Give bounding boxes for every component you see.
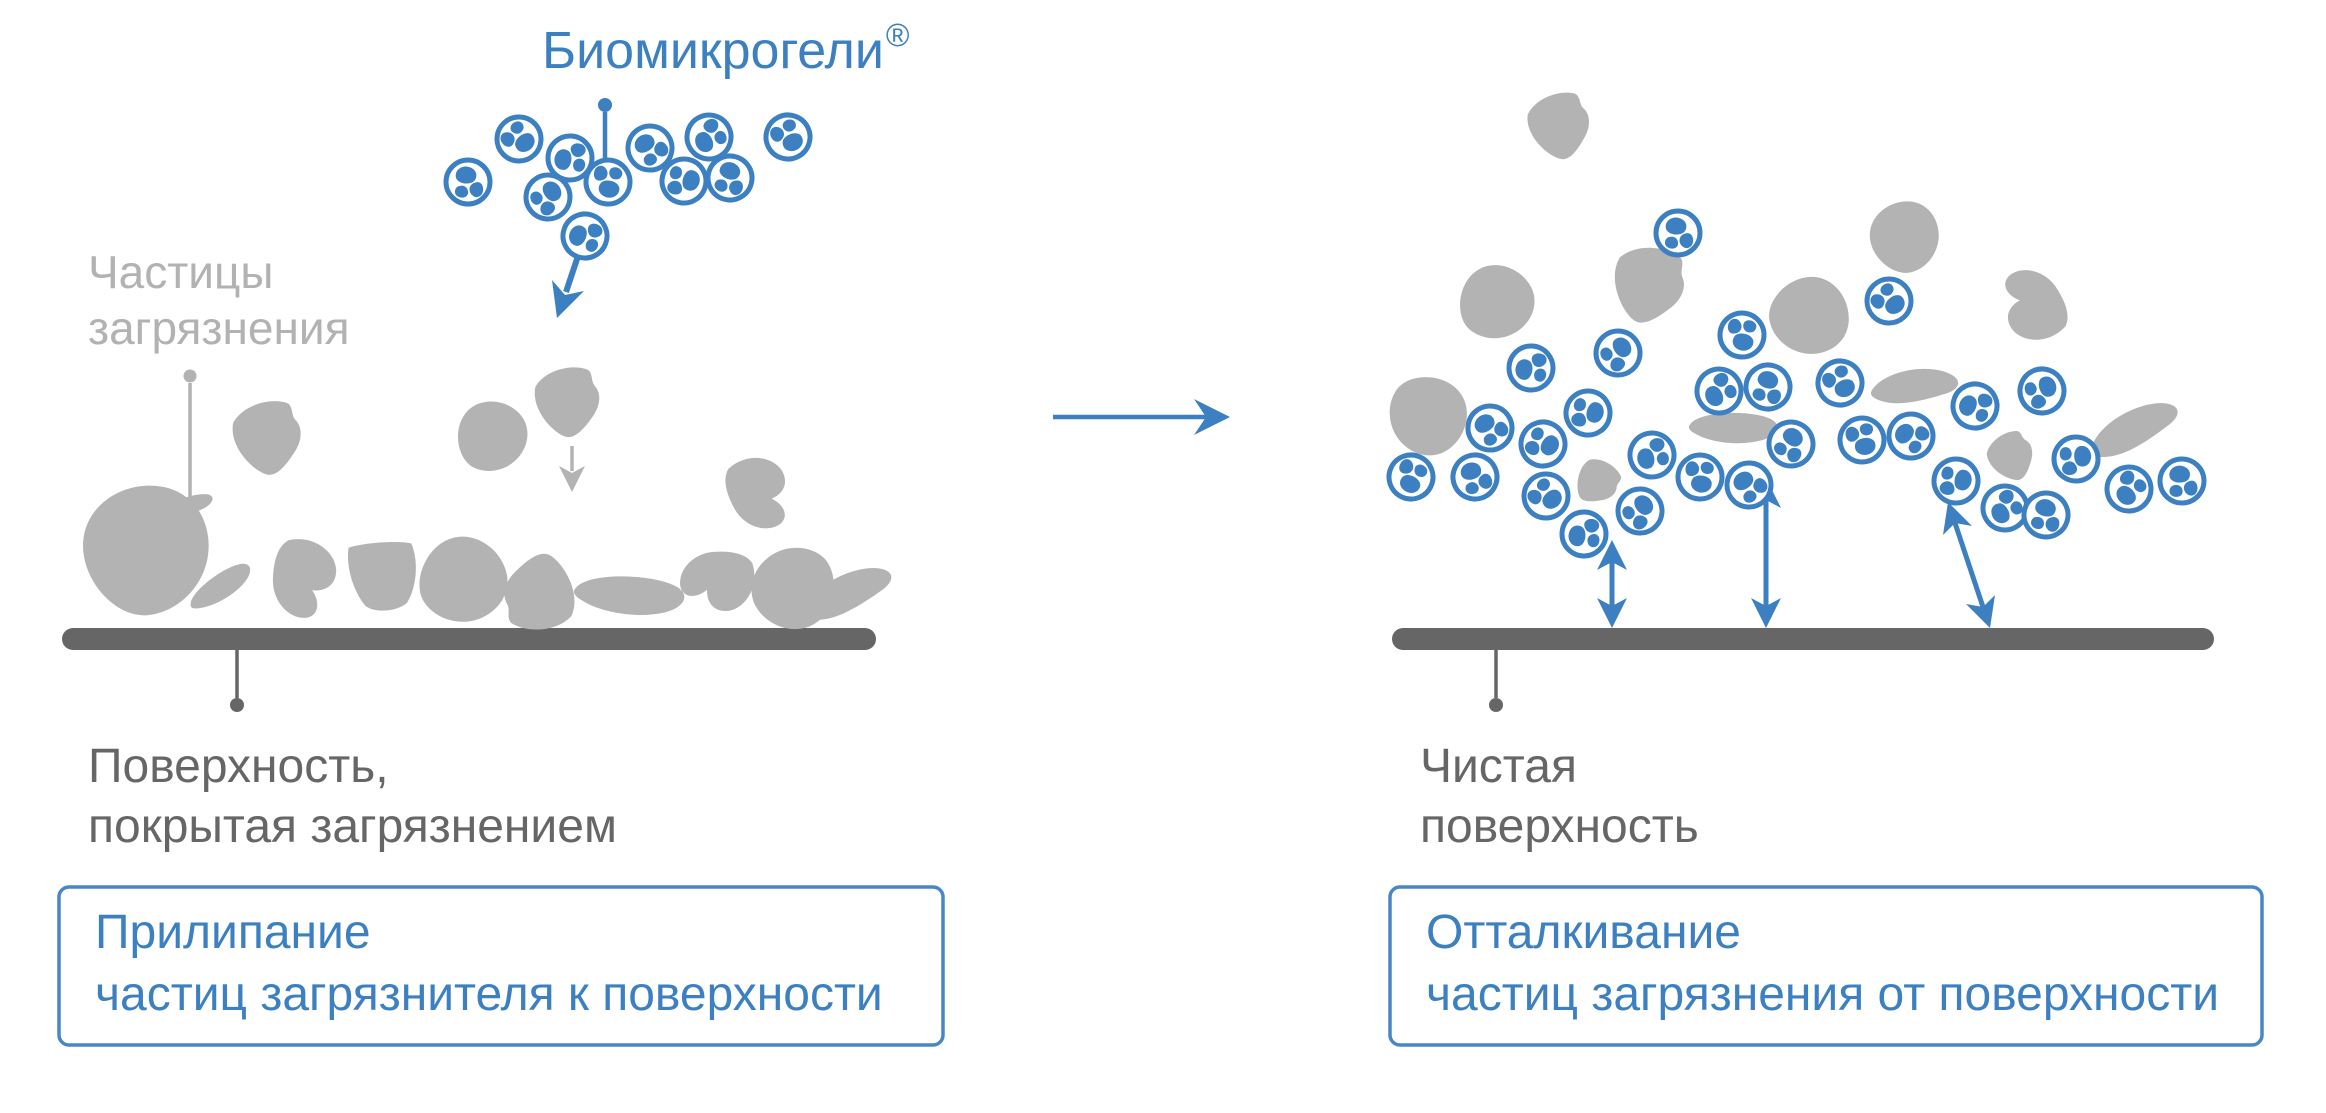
process-arrow-icon — [1053, 399, 1230, 435]
microgel-particle-icon — [1656, 211, 1700, 255]
microgel-particle-icon — [1625, 428, 1679, 482]
dirt-particle-icon — [401, 520, 524, 642]
microgel-particle-icon — [1459, 397, 1520, 458]
clean-surface-leader — [1489, 650, 1503, 712]
microgel-particle-icon — [2159, 458, 2205, 504]
microgel-particle-icon — [1382, 448, 1440, 506]
microgel-particle-icon — [1741, 360, 1795, 414]
microgel-particle-icon — [1513, 414, 1573, 474]
dirt-particles-left — [73, 364, 895, 644]
dirt-particle-icon — [720, 450, 797, 537]
dirt-particle-icon — [262, 533, 343, 624]
leader-dot-icon — [598, 98, 612, 112]
microgel-particles-right — [1382, 211, 2205, 556]
dirt-particle-icon — [1981, 425, 2042, 489]
microgel-particles-left — [446, 107, 818, 264]
title-leader — [598, 98, 612, 162]
microgel-particle-icon — [2013, 362, 2071, 420]
microgel-particle-icon — [2020, 489, 2073, 542]
adhesion-caption-line2: частиц загрязнителя к поверхности — [95, 968, 883, 1021]
microgel-particle-icon — [488, 108, 550, 170]
repulsion-arrow-icon — [1597, 540, 1627, 628]
microgel-particle-icon — [1880, 405, 1941, 466]
dirt-particle-icon — [1523, 88, 1596, 165]
microgel-particle-icon — [2098, 458, 2160, 520]
microgel-particle-icon — [446, 160, 490, 204]
repulsion-caption-box — [1388, 885, 2264, 1047]
clean-surface-label-line1: Чистая — [1420, 740, 1577, 793]
microgel-particle-icon — [2051, 434, 2100, 483]
microgel-particle-icon — [1508, 345, 1555, 392]
microgel-particle-icon — [1858, 270, 1920, 332]
leader-dot-icon — [230, 698, 244, 712]
repulsion-arrow-icon — [1943, 502, 1995, 628]
microgel-particle-icon — [758, 107, 817, 166]
dirt-particle-icon — [1760, 268, 1858, 364]
dirt-particles-label-line1: Частицы — [88, 246, 273, 298]
microgel-particle-icon — [1562, 387, 1614, 439]
dirt-label-leader — [183, 369, 197, 497]
adhesion-caption-line1: Прилипание — [95, 906, 371, 959]
diagram-title: Биомикрогели® — [542, 17, 910, 80]
microgel-particle-icon — [1810, 353, 1869, 412]
repulsion-caption-line1: Отталкивание — [1426, 906, 1741, 959]
dirty-surface-bar — [62, 628, 876, 650]
dirt-particle-icon — [571, 568, 687, 622]
microgel-particle-icon — [1689, 361, 1749, 421]
leader-dot-icon — [1489, 698, 1503, 712]
dirty-surface-label-line2: покрытая загрязнением — [88, 800, 617, 853]
dirty-surface-label-line1: Поверхность, — [88, 740, 389, 793]
microgel-particle-icon — [1718, 454, 1780, 516]
dirt-particle-icon — [1993, 259, 2074, 349]
dirt-particle-icon — [229, 397, 307, 480]
dirt-particle-icon — [676, 544, 759, 616]
dirt-particle-icon — [1444, 251, 1548, 355]
dirt-particle-icon — [1373, 362, 1481, 469]
microgel-particle-icon — [1931, 456, 1981, 506]
microgel-down-arrow-icon — [552, 255, 584, 318]
microgel-particle-icon — [1836, 414, 1888, 466]
microgel-particle-icon — [1447, 449, 1503, 505]
microgel-particle-icon — [1609, 480, 1671, 542]
dirt-particle-icon — [532, 364, 604, 441]
microgel-particle-icon — [557, 208, 613, 264]
repulsion-caption-line2: частиц загрязнения от поверхности — [1426, 968, 2219, 1021]
adhesion-caption-box — [57, 885, 945, 1047]
dirt-particle-icon — [1687, 408, 1779, 447]
dirty-surface-leader — [230, 650, 244, 712]
falling-dirt-arrow-icon — [559, 446, 585, 492]
microgel-particle-icon — [1562, 512, 1607, 557]
microgel-particle-icon — [1717, 310, 1767, 360]
dirt-particle-icon — [1869, 357, 1961, 417]
clean-surface-bar — [1392, 628, 2214, 650]
dirt-particle-icon — [346, 540, 419, 613]
clean-surface-label-line2: поверхность — [1420, 800, 1699, 853]
microgel-particle-icon — [1587, 322, 1649, 384]
dirt-particle-icon — [501, 550, 579, 633]
dirt-particle-icon — [2085, 400, 2183, 459]
dirt-particles-label-line2: загрязнения — [88, 302, 350, 354]
microgel-particle-icon — [1676, 453, 1724, 501]
dirt-particle-icon — [447, 391, 537, 482]
dirt-particle-icon — [1860, 192, 1950, 283]
leader-dot-icon — [183, 369, 197, 383]
